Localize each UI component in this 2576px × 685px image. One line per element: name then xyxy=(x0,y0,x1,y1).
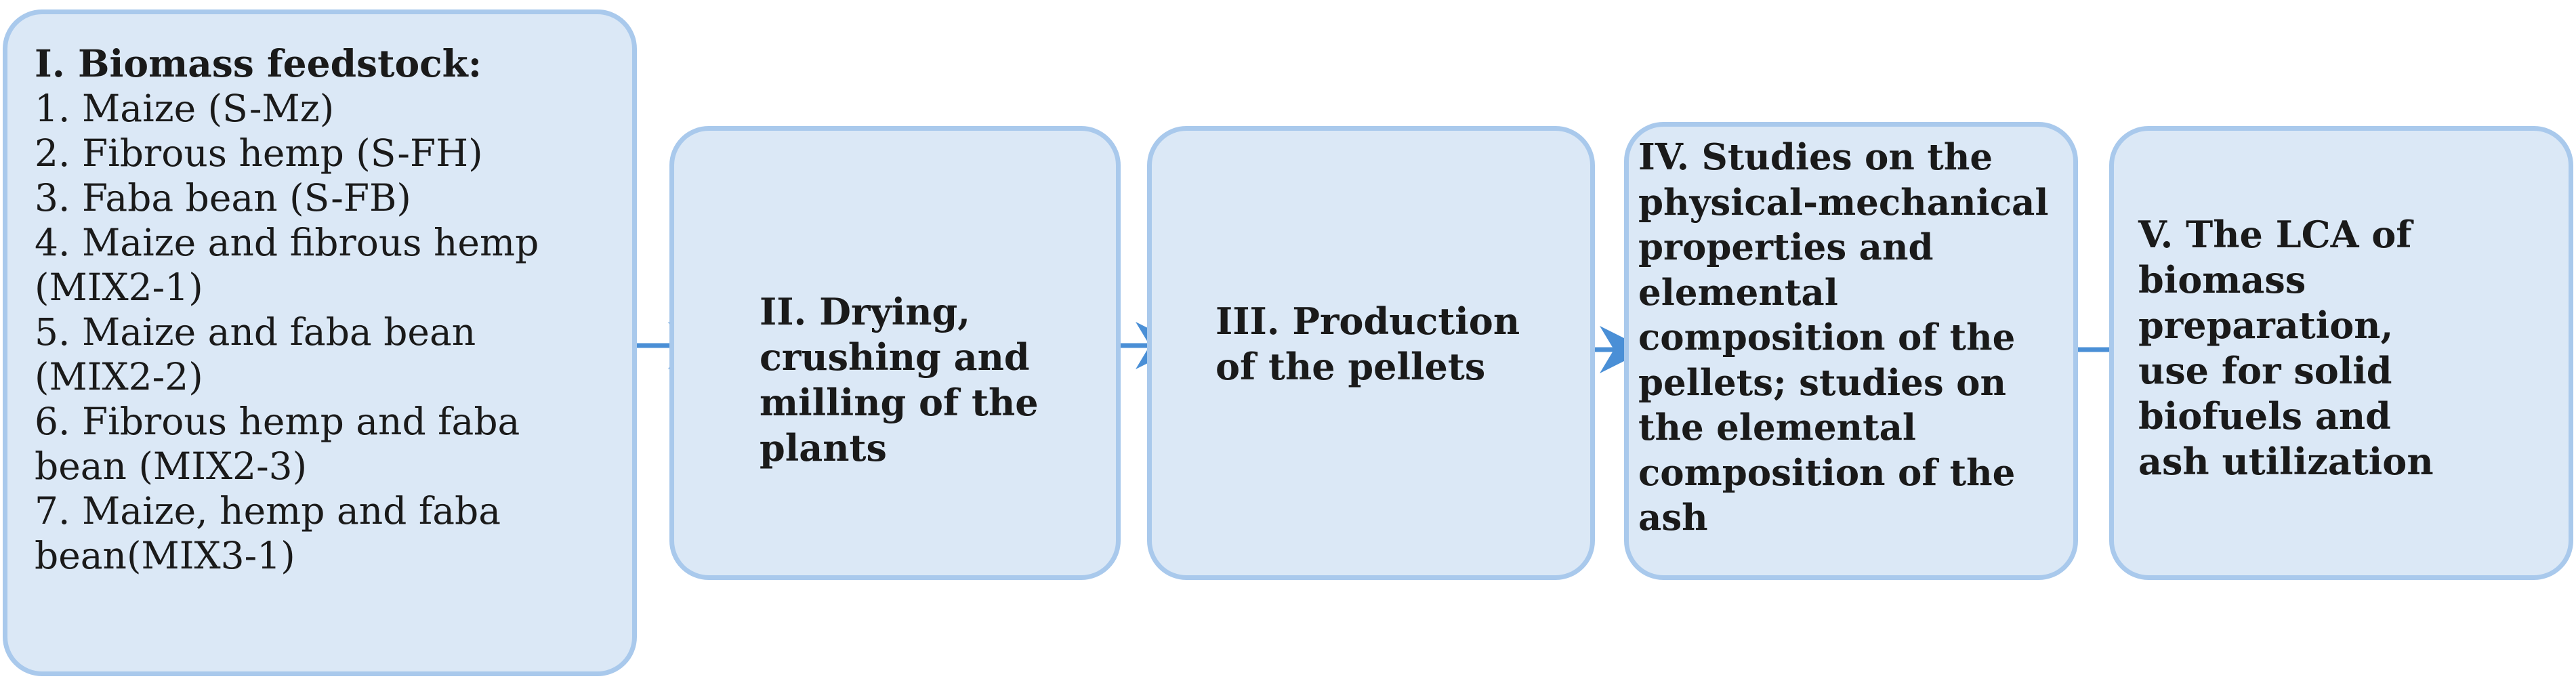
stage-lca-box: V. The LCA of biomass preparation, use f… xyxy=(2109,126,2573,580)
feedstock-item-mix2-3: 6. Fibrous hemp and faba xyxy=(35,400,520,443)
stage-drying-milling-line: II. Drying, xyxy=(760,290,971,333)
stage-pellet-production-line: III. Production xyxy=(1216,299,1520,343)
feedstock-item-faba-bean: 3. Faba bean (S-FB) xyxy=(35,176,411,220)
stage-lca-line: biofuels and xyxy=(2138,394,2391,438)
stage-studies-line: elemental xyxy=(1638,271,1838,314)
stage-studies-text: IV. Studies on the physical-mechanical p… xyxy=(1638,135,2064,541)
stage-lca-line: ash utilization xyxy=(2138,440,2434,483)
stage-studies-line: composition of the xyxy=(1638,451,2016,494)
stage-studies-box: IV. Studies on the physical-mechanical p… xyxy=(1624,122,2078,580)
stage-studies-line: IV. Studies on the xyxy=(1638,136,1993,178)
stage-lca-line: use for solid xyxy=(2138,349,2392,392)
feedstock-item-mix3-1-code: bean(MIX3-1) xyxy=(35,534,295,577)
feedstock-item-maize: 1. Maize (S-Mz) xyxy=(35,87,335,130)
stage-studies-line: properties and xyxy=(1638,226,1934,268)
stage-lca-text: V. The LCA of biomass preparation, use f… xyxy=(2138,212,2559,484)
stage-pellet-production-box: III. Production of the pellets xyxy=(1147,126,1595,580)
stage-lca-line: preparation, xyxy=(2138,304,2394,347)
stage-studies-line: composition of the xyxy=(1638,316,2016,358)
stage-lca-line: V. The LCA of xyxy=(2138,213,2412,256)
stage-pellet-production-text: III. Production of the pellets xyxy=(1216,299,1581,390)
stage-pellet-production-line: of the pellets xyxy=(1216,345,1486,388)
feedstock-item-fibrous-hemp: 2. Fibrous hemp (S-FH) xyxy=(35,131,483,175)
stage-biomass-feedstock-box: I. Biomass feedstock: 1. Maize (S-Mz) 2.… xyxy=(3,9,637,676)
stage-lca-line: biomass xyxy=(2138,258,2306,302)
feedstock-item-mix2-1: 4. Maize and fibrous hemp xyxy=(35,221,539,264)
stage-drying-milling-box: II. Drying, crushing and milling of the … xyxy=(669,126,1121,580)
stage-drying-milling-line: plants xyxy=(760,426,887,470)
stage-drying-milling-line: milling of the xyxy=(760,381,1039,424)
stage-biomass-feedstock-title: I. Biomass feedstock: xyxy=(35,41,482,85)
feedstock-item-mix3-1: 7. Maize, hemp and faba xyxy=(35,489,501,533)
stage-studies-line: ash xyxy=(1638,497,1708,539)
feedstock-item-mix2-2: 5. Maize and faba bean xyxy=(35,310,476,354)
stage-drying-milling-line: crushing and xyxy=(760,335,1030,379)
stage-studies-line: pellets; studies on xyxy=(1638,361,2007,404)
feedstock-item-mix2-2-code: (MIX2-2) xyxy=(35,355,203,398)
stage-biomass-feedstock-content: I. Biomass feedstock: 1. Maize (S-Mz) 2.… xyxy=(35,41,623,578)
feedstock-item-mix2-1-code: (MIX2-1) xyxy=(35,266,203,309)
feedstock-item-mix2-3-code: bean (MIX2-3) xyxy=(35,444,308,488)
stage-drying-milling-text: II. Drying, crushing and milling of the … xyxy=(760,289,1106,471)
stage-studies-line: the elemental xyxy=(1638,407,1917,449)
stage-studies-line: physical-mechanical xyxy=(1638,181,2049,224)
